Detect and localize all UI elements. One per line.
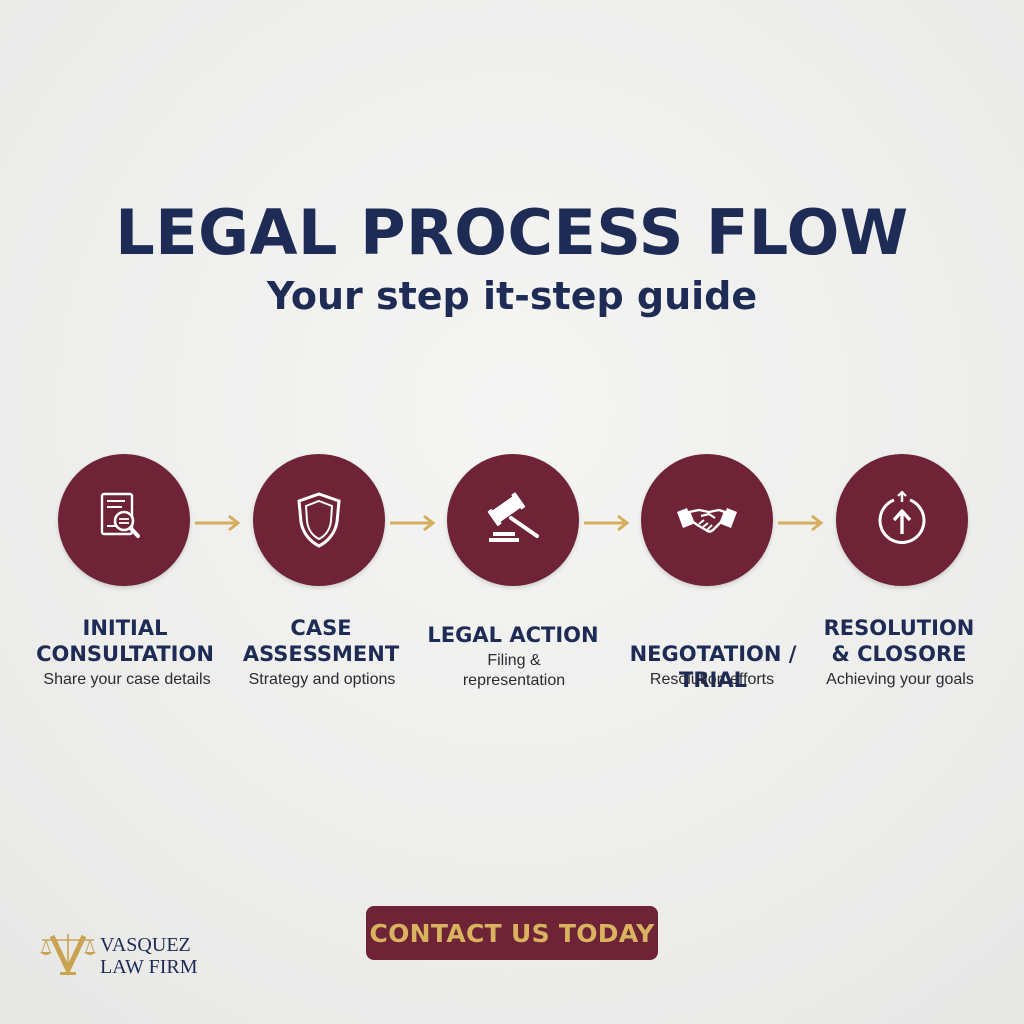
step-3-circle [447, 454, 579, 586]
scales-of-justice-icon [40, 934, 96, 976]
step-2-description: Strategy and options [248, 671, 396, 688]
document-search-icon [100, 492, 140, 538]
step-2-circle [253, 454, 385, 586]
page-subtitle: Your step it-step guide [266, 274, 758, 318]
step-1-description: Share your case details [43, 671, 211, 688]
step-1-circle [58, 454, 190, 586]
arrow-icon [778, 514, 824, 532]
arrow-icon [195, 514, 241, 532]
gavel-icon [487, 492, 539, 542]
step-4-circle [641, 454, 773, 586]
step-5-circle [836, 454, 968, 586]
step-2-title: CASE ASSESSMENT [242, 616, 400, 666]
step-5-title: RESOLUTION & CLOSORE [823, 616, 975, 666]
firm-logo: VASQUEZ LAW FIRM [38, 928, 208, 978]
firm-name: VASQUEZ LAW FIRM [100, 934, 198, 978]
contact-us-button[interactable]: CONTACT US TODAY [366, 906, 658, 960]
upload-circle-icon [878, 490, 926, 544]
step-1-title: INITIAL CONSULTATION [36, 616, 214, 666]
shield-icon [297, 492, 341, 548]
step-4-description: Resolution efforts [649, 671, 775, 688]
arrow-icon [584, 514, 630, 532]
handshake-icon [677, 508, 737, 533]
arrow-icon [390, 514, 436, 532]
step-3-description: Filing & representation [462, 652, 566, 689]
step-3-title: LEGAL ACTION [427, 623, 599, 647]
page-title: LEGAL PROCESS FLOW [115, 196, 909, 269]
step-4-title: NEGOTATION / TRIAL [629, 642, 797, 692]
step-5-description: Achieving your goals [826, 671, 974, 688]
